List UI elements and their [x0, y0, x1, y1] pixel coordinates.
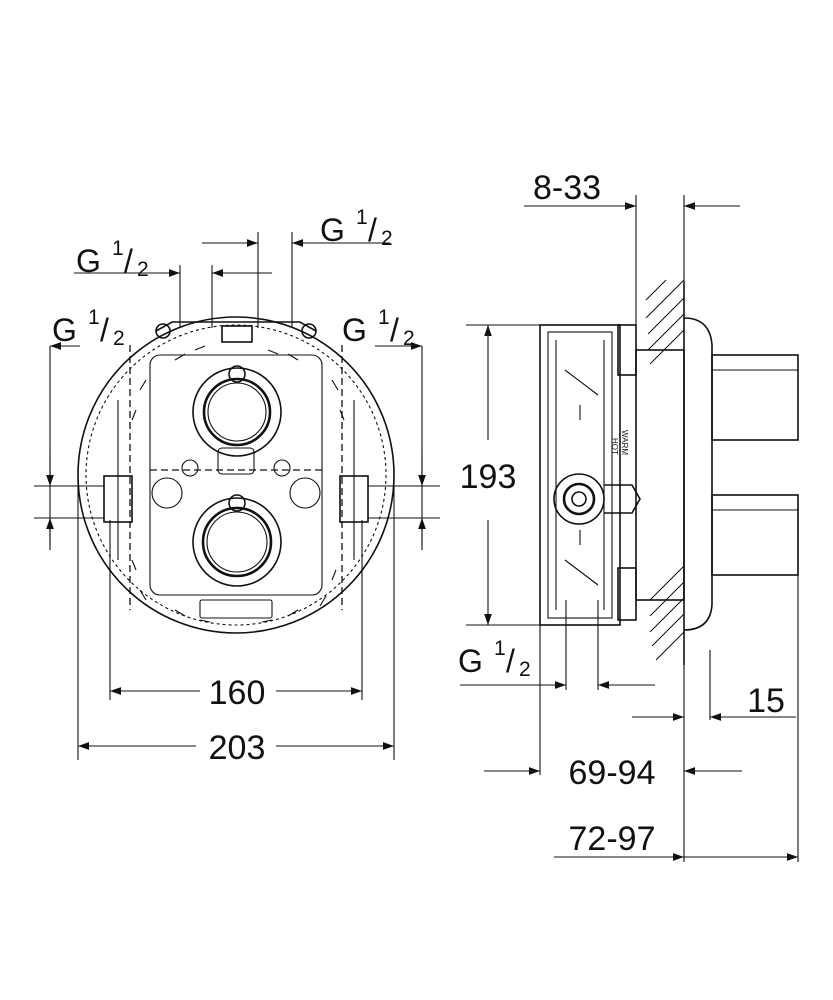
thread-label-side-right: G 1 / 2 [342, 306, 415, 350]
svg-text:2: 2 [113, 327, 125, 350]
dim-203-label: 203 [209, 729, 266, 767]
inlet-port-left [103, 475, 133, 523]
svg-text:G: G [52, 312, 77, 348]
handle-lower [711, 494, 799, 576]
side-view: WARM HOT [460, 195, 799, 862]
svg-text:1: 1 [378, 306, 390, 329]
thread-label-top-left: G 1 / 2 [76, 237, 149, 281]
thread-label-side-left: G 1 / 2 [52, 306, 125, 350]
svg-text:G: G [320, 212, 345, 248]
diverter-spindle-inner [207, 382, 267, 442]
svg-text:HOT: HOT [610, 438, 619, 455]
mounting-plate-inner [85, 324, 387, 626]
fixing-lug-left [155, 323, 171, 339]
svg-text:1: 1 [112, 237, 124, 260]
thermostat-spindle-outer [192, 497, 282, 587]
diverter-spindle-outer [192, 367, 282, 457]
svg-text:G: G [458, 643, 483, 679]
top-connector [221, 325, 253, 343]
svg-text:2: 2 [381, 227, 393, 250]
thread-label-bottom: G 1 / 2 [458, 637, 531, 681]
front-view [34, 232, 440, 760]
svg-text:/: / [506, 643, 515, 679]
svg-text:2: 2 [403, 327, 415, 350]
svg-text:/: / [124, 243, 133, 279]
dim-69-94-label: 69-94 [569, 754, 656, 792]
wall-hatching [645, 279, 685, 661]
valve-body [539, 324, 621, 626]
svg-text:/: / [100, 312, 109, 348]
svg-text:2: 2 [137, 258, 149, 281]
thermostat-spindle-inner [206, 511, 268, 573]
handle-upper [711, 354, 799, 441]
inlet-port-right [339, 475, 369, 523]
svg-text:1: 1 [88, 306, 100, 329]
dim-193-label: 193 [460, 458, 517, 496]
svg-text:/: / [368, 212, 377, 248]
thermostat-spindle-ring [201, 506, 273, 578]
svg-text:1: 1 [356, 206, 368, 229]
svg-text:1: 1 [494, 637, 506, 660]
svg-text:2: 2 [519, 658, 531, 681]
dim-72-97-label: 72-97 [569, 820, 656, 858]
svg-text:G: G [342, 312, 367, 348]
thread-label-top-right: G 1 / 2 [320, 206, 393, 250]
svg-text:/: / [390, 312, 399, 348]
svg-text:G: G [76, 243, 101, 279]
diverter-spindle-ring [202, 377, 272, 447]
dim-160-label: 160 [209, 674, 266, 712]
svg-text:WARM: WARM [620, 430, 629, 455]
inlet-fitting-outer [553, 473, 605, 525]
fixing-lug-right [301, 323, 317, 339]
dim-8-33-label: 8-33 [533, 169, 601, 207]
dim-15-label: 15 [747, 682, 785, 720]
